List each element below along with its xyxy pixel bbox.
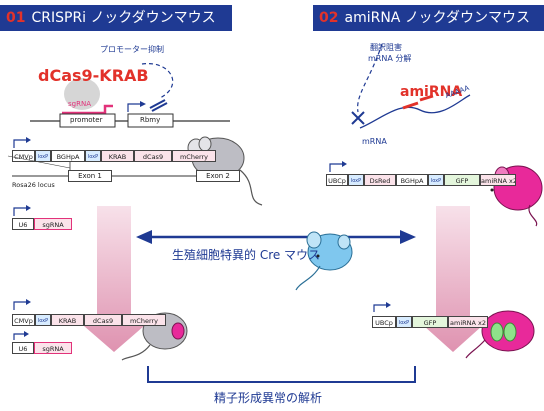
mouse-pink-bottom-icon [465,310,535,359]
loxp-box: loxP [428,174,444,186]
translation-block-label: 翻訳阻害 [370,43,402,52]
gfp-box-bottom: GFP [412,316,448,328]
analysis-bracket [147,366,416,383]
panel2-title-bar: 02 amiRNA ノックダウンマウス [313,5,544,31]
panel2-number: 02 [319,10,339,26]
rbmy-label: Rbmy [140,116,161,124]
panel1-number: 01 [6,10,26,26]
arrowhead-right [400,230,416,244]
down-arrow-left [84,206,144,352]
panel1-title: CRISPRi ノックダウンマウス [31,10,216,26]
panel2-title: amiRNA ノックダウンマウス [344,10,530,26]
mrna-degradation-label: mRNA 分解 [368,54,412,63]
loxp-box-bottom: loxP [35,314,51,326]
cre-mouse-label: 生殖細胞特異的 Cre マウス [172,248,321,262]
dcas9-blob [64,78,100,110]
u6-box-bottom: U6 [12,342,34,354]
cmvp-box: CMVp [12,150,35,162]
arrowhead-left [136,230,152,244]
u6-box: U6 [12,218,34,230]
exon2-box: Exon 2 [196,170,240,182]
dcas9-krab-label: dCas9-KRAB [38,66,149,85]
dcas9-box: dCas9 [134,150,172,162]
krab-box: KRAB [101,150,134,162]
rosa26-locus-label: Rosa26 locus [12,181,55,189]
gfp-box: GFP [444,174,480,186]
sgrna-box-bottom: sgRNA [34,342,72,354]
loxp-box: loxP [348,174,364,186]
mcherry-box-bottom: mCherry [122,314,166,326]
loxp-box: loxP [35,150,51,162]
sgrna-box: sgRNA [34,218,72,230]
amirna-label: amiRNA [400,84,463,100]
promoter-label: promoter [70,116,103,124]
ubcp-box-bottom: UBCp [372,316,396,328]
loxp-box: loxP [85,150,101,162]
analysis-label: 精子形成異常の解析 [214,391,323,405]
loxp-box-bottom: loxP [396,316,412,328]
dcas9-box-bottom: dCas9 [84,314,122,326]
ubcp-box: UBCp [326,174,348,186]
amirna-x2-box-bottom: amiRNA x2 [448,316,488,328]
amirna-x2-box: amiRNA x2 [480,174,516,186]
mcherry-box: mCherry [172,150,216,162]
promoter-inhibition-label: プロモーター抑制 [100,45,164,54]
cmvp-box-bottom: CMVp [12,314,35,326]
exon1-box: Exon 1 [68,170,112,182]
krab-box-bottom: KRAB [51,314,84,326]
bghpa-box: BGHpA [396,174,428,186]
panel1-title-bar: 01 CRISPRi ノックダウンマウス [0,5,232,31]
bghpa-box: BGHpA [51,150,85,162]
down-arrow-right [424,206,482,352]
sgrna-label: sgRNA [68,100,91,108]
mrna-label: mRNA [362,137,387,146]
dsred-box: DsRed [364,174,396,186]
mouse-blue-cre-icon [295,231,353,291]
